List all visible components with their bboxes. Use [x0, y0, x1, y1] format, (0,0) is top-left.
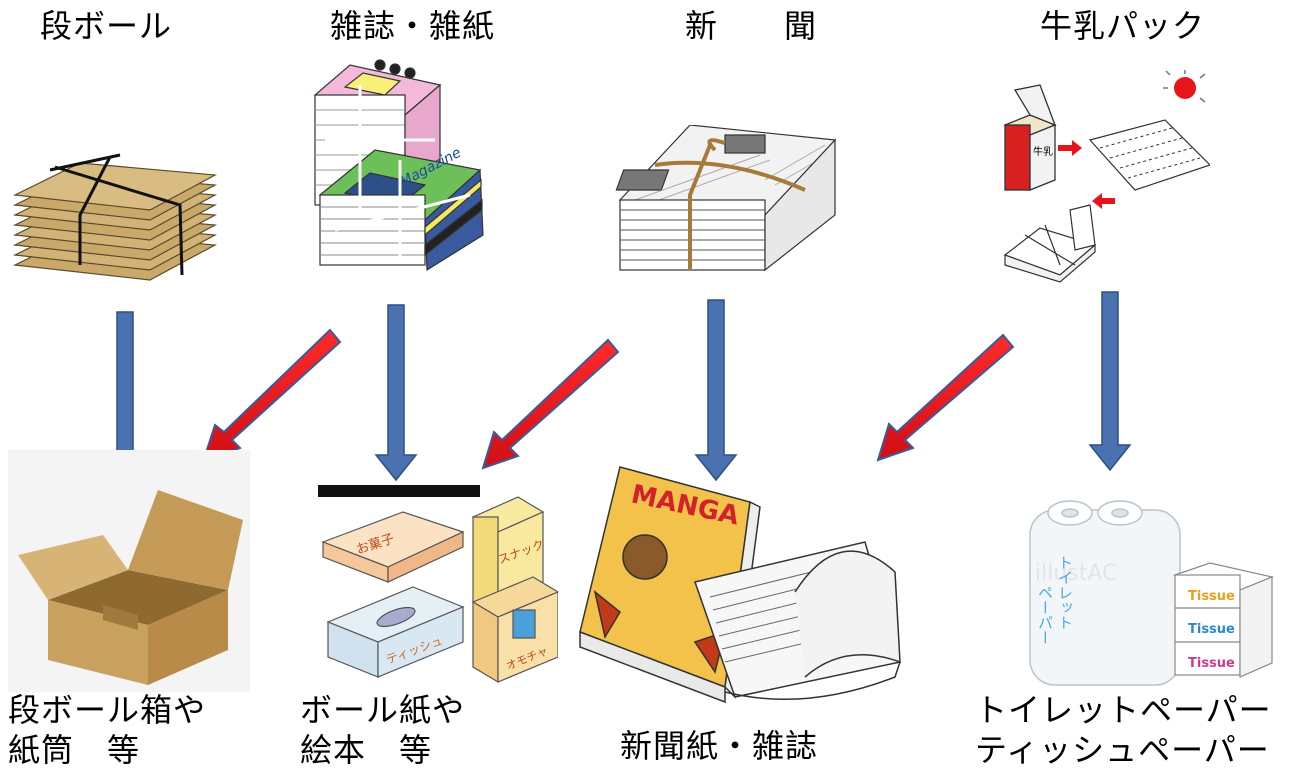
tissue-label-mid: Tissue — [1188, 622, 1235, 637]
tissue-products-illustration: illustAC トイレット ペーパー Tissue Tissue Tissue — [1010, 485, 1285, 690]
magazines-bundle-illustration: Magazine — [305, 45, 490, 285]
red-arrow-newspaper-to-paperboard — [481, 338, 620, 470]
manga-newspaper-illustration: MANGA — [575, 462, 905, 707]
red-arrow-magazines-to-box — [201, 328, 342, 464]
product-label-tissue: トイレットペーパー ティッシュペーパー — [975, 691, 1272, 769]
milk-carton-label: 牛乳 — [1033, 145, 1053, 158]
blue-arrow-magazines — [374, 304, 418, 482]
cardboard-box-photo — [8, 450, 250, 692]
milk-carton-illustration: 牛乳 — [1000, 70, 1210, 285]
product-label-paperboard: ボール紙や 絵本 等 — [300, 691, 466, 769]
source-label-cardboard: 段ボール — [40, 7, 173, 45]
product-label-cardboard-box: 段ボール箱や 紙筒 等 — [8, 691, 207, 769]
blue-arrow-milk — [1088, 291, 1132, 472]
source-label-newspaper: 新 聞 — [685, 7, 818, 45]
black-bar — [318, 485, 480, 497]
paperboard-products-illustration: お菓子 スナック ティッシュ オモチャ — [318, 492, 558, 692]
cardboard-stack-illustration — [10, 145, 220, 285]
toilet-paper-label: トイレット — [1056, 555, 1074, 630]
watermark-text: illustAC — [1035, 561, 1117, 586]
blue-arrow-newspaper — [694, 299, 738, 482]
tissue-label-top: Tissue — [1188, 589, 1235, 604]
toilet-paper-label-2: ペーパー — [1036, 585, 1054, 645]
red-arrow-milk-to-newsprint — [876, 333, 1015, 462]
source-label-milk-carton: 牛乳パック — [1040, 7, 1206, 45]
product-label-newsprint: 新聞紙・雑誌 — [620, 727, 819, 765]
source-label-magazines: 雑誌・雑紙 — [330, 7, 496, 45]
newspaper-bundle-illustration — [615, 125, 840, 285]
tissue-label-bottom: Tissue — [1188, 656, 1235, 671]
